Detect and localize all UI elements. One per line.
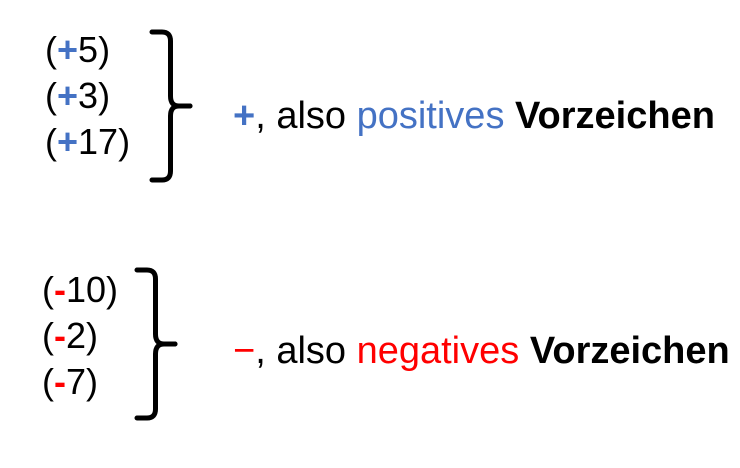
minus-symbol: − bbox=[233, 330, 256, 372]
list-item: (-7) bbox=[42, 359, 118, 405]
paren-open: ( bbox=[45, 29, 57, 70]
negative-label: −, also negatives Vorzeichen bbox=[233, 329, 730, 373]
number-value: 7 bbox=[66, 361, 87, 402]
minus-sign: - bbox=[54, 269, 66, 310]
list-item: (-2) bbox=[42, 313, 118, 359]
plus-sign: + bbox=[57, 75, 79, 116]
number-value: 5 bbox=[78, 29, 99, 70]
label-separator: , also bbox=[255, 95, 357, 137]
plus-sign: + bbox=[57, 29, 79, 70]
paren-close: ) bbox=[86, 361, 99, 402]
paren-open: ( bbox=[42, 269, 54, 310]
word-space bbox=[504, 95, 515, 137]
minus-sign: - bbox=[54, 315, 66, 356]
adjective-positives: positives bbox=[356, 95, 505, 137]
list-item: (+17) bbox=[45, 119, 130, 165]
label-separator: , also bbox=[255, 330, 357, 372]
curly-brace-icon bbox=[134, 267, 178, 421]
number-value: 10 bbox=[66, 269, 107, 310]
plus-symbol: + bbox=[233, 95, 256, 137]
paren-close: ) bbox=[118, 121, 131, 162]
word-space bbox=[519, 330, 530, 372]
list-item: (+5) bbox=[45, 27, 130, 73]
paren-close: ) bbox=[98, 29, 111, 70]
paren-close: ) bbox=[106, 269, 119, 310]
paren-open: ( bbox=[45, 75, 57, 116]
list-item: (-10) bbox=[42, 267, 118, 313]
paren-open: ( bbox=[42, 361, 54, 402]
list-item: (+3) bbox=[45, 73, 130, 119]
paren-open: ( bbox=[45, 121, 57, 162]
number-value: 2 bbox=[66, 315, 87, 356]
paren-close: ) bbox=[86, 315, 99, 356]
noun-vorzeichen: Vorzeichen bbox=[515, 95, 715, 137]
curly-brace-icon bbox=[149, 29, 193, 183]
number-value: 17 bbox=[78, 121, 119, 162]
paren-close: ) bbox=[98, 75, 111, 116]
number-value: 3 bbox=[78, 75, 99, 116]
minus-sign: - bbox=[54, 361, 66, 402]
negative-number-list: (-10) (-2) (-7) bbox=[42, 267, 118, 405]
noun-vorzeichen: Vorzeichen bbox=[529, 330, 730, 372]
positive-label: +, also positives Vorzeichen bbox=[233, 94, 715, 138]
adjective-negatives: negatives bbox=[356, 330, 520, 372]
positive-number-list: (+5) (+3) (+17) bbox=[45, 27, 130, 165]
plus-sign: + bbox=[57, 121, 79, 162]
paren-open: ( bbox=[42, 315, 54, 356]
